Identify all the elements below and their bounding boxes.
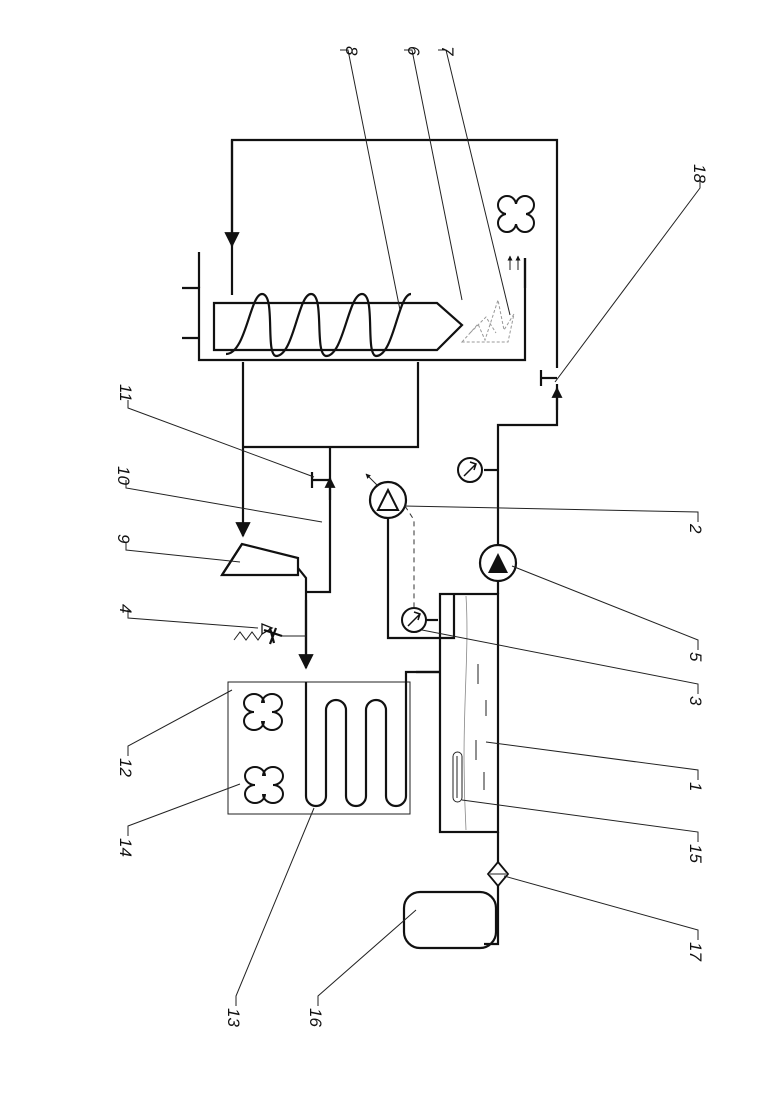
- reservoir-16: [404, 892, 496, 948]
- label-13: 13: [224, 1008, 243, 1027]
- fan-14b: [245, 767, 283, 803]
- valve-11: [312, 472, 330, 488]
- label-5: 5: [686, 652, 705, 662]
- label-7: 7: [438, 46, 457, 56]
- label-14: 14: [116, 838, 135, 857]
- filter-17: [488, 862, 508, 886]
- label-1: 1: [686, 782, 705, 791]
- label-18: 18: [690, 164, 709, 183]
- steam-lines: [243, 362, 418, 592]
- suction-lines: [388, 500, 454, 672]
- label-11: 11: [116, 384, 135, 402]
- label-3: 3: [686, 696, 705, 706]
- label-8: 8: [342, 46, 361, 56]
- valve-18: [541, 370, 557, 386]
- label-17: 17: [686, 942, 705, 961]
- label-12: 12: [116, 758, 135, 777]
- turbine-9: [222, 544, 298, 575]
- pump-5: [480, 545, 516, 581]
- turbine-outlet: [298, 568, 306, 668]
- label-15: 15: [686, 844, 705, 863]
- heat-exchanger-8: [214, 294, 462, 356]
- label-2: 2: [686, 523, 705, 534]
- tank-1: [440, 594, 498, 832]
- burner-flame-7: [462, 256, 518, 342]
- heater-15: [453, 752, 462, 802]
- gauge-3: [402, 608, 426, 632]
- part-labels: 8 6 7 18 11 10 9 4 12 14 13 16 2 5 3 1 1…: [114, 46, 709, 1027]
- gauge-2b: [458, 458, 498, 482]
- label-4: 4: [116, 604, 135, 613]
- label-16: 16: [306, 1008, 325, 1027]
- fan-14a: [244, 694, 282, 730]
- label-6: 6: [404, 46, 423, 56]
- leader-lines: [126, 50, 700, 1006]
- feed-line: [484, 384, 557, 944]
- return-line-top: [232, 140, 557, 368]
- label-9: 9: [114, 534, 133, 544]
- burner-fan: [498, 196, 534, 232]
- label-10: 10: [114, 466, 133, 485]
- furnace-6: [182, 252, 525, 360]
- pump-2: [366, 474, 414, 608]
- condenser-coil-13: [306, 672, 440, 806]
